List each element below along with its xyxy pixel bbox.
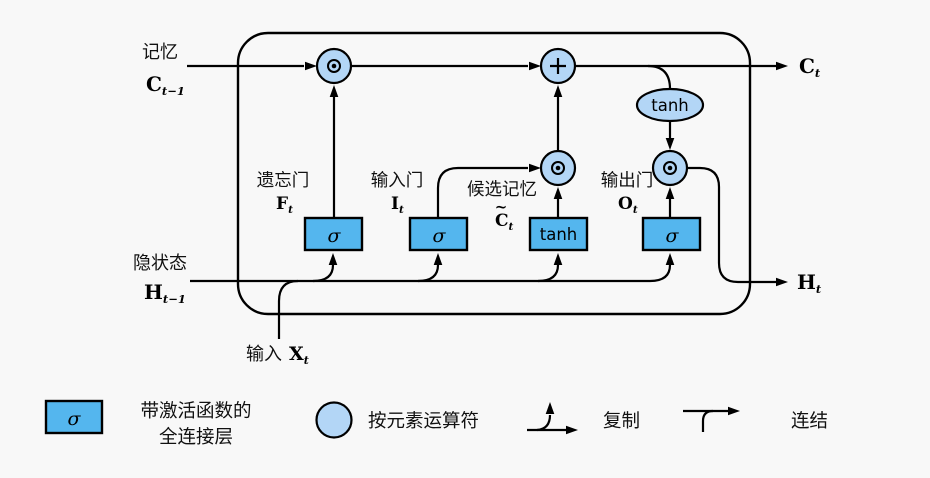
- hidden-out-symbol: Ht: [797, 270, 822, 296]
- arrowhead-icon: [329, 85, 339, 97]
- cell-boundary: [236, 31, 752, 316]
- legend-fc-label-line1: 带激活函数的: [140, 400, 251, 421]
- candidate-label: 候选记忆: [467, 179, 537, 199]
- forget-gate-symbol: Ft: [276, 194, 293, 216]
- legend-elementwise-label: 按元素运算符: [368, 410, 479, 431]
- arrowhead-icon: [553, 187, 563, 199]
- operators: tanh: [315, 47, 705, 187]
- legend-elementwise-circle: [315, 401, 353, 439]
- output-gate-box: [641, 216, 702, 252]
- arrowhead-icon: [328, 253, 338, 265]
- candidate-box-label: tanh: [540, 225, 578, 244]
- input-gate-box: [408, 216, 469, 252]
- input-gate-label: 输入门: [371, 170, 424, 190]
- candidate-tilde: ~: [495, 198, 508, 216]
- forget-gate-box: [303, 216, 364, 252]
- memory-branch-to-tanh: [647, 64, 672, 90]
- input-x-wire: [277, 279, 299, 339]
- arrowhead-icon: [305, 61, 317, 71]
- forget-gate-label: 遗忘门: [257, 170, 310, 190]
- tanh-ellipse: tanh: [635, 87, 705, 123]
- arrowhead-icon: [776, 277, 788, 287]
- inputgate-to-mul-wire: [436, 166, 528, 218]
- candidate-box: [528, 216, 589, 252]
- hadamard-icon: [539, 149, 577, 187]
- output-gate-label: 输出门: [601, 170, 654, 190]
- copy-branch-input: [417, 264, 440, 283]
- arrowhead-icon: [553, 85, 563, 97]
- concat-icon: [683, 406, 740, 432]
- legend-concat-label: 连结: [791, 410, 828, 431]
- plus-icon: [539, 47, 577, 85]
- output-gate-box-label: σ: [666, 225, 680, 247]
- legend-copy-label: 复制: [603, 410, 640, 431]
- hadamard-icon: [651, 149, 689, 187]
- legend-fc-box-symbol: σ: [68, 408, 82, 430]
- arrowhead-icon: [665, 187, 675, 199]
- hidden-in-label: 隐状态: [133, 253, 187, 273]
- arrowhead-icon: [776, 61, 788, 71]
- candidate-symbol: Ct: [495, 211, 514, 233]
- memory-in-label: 记忆: [142, 42, 178, 62]
- hidden-in-wire: [190, 264, 672, 283]
- arrowhead-icon: [529, 163, 541, 173]
- wires: [187, 61, 788, 339]
- arrowhead-icon: [553, 253, 563, 265]
- forget-gate-box-label: σ: [328, 225, 342, 247]
- arrowhead-icon: [665, 138, 675, 150]
- copy-icon: [527, 402, 578, 435]
- arrowhead-icon: [433, 253, 443, 265]
- arrowhead-icon: [665, 253, 675, 265]
- copy-branch-forget: [312, 264, 335, 283]
- layer-boxes: σ σ tanh σ: [303, 216, 702, 252]
- legend-fc-box: [44, 399, 104, 435]
- hadamard-icon: [315, 47, 353, 85]
- memory-in-symbol: Ct−1: [146, 72, 185, 98]
- legend-fc-label-line2: 全连接层: [159, 426, 233, 447]
- input-gate-box-label: σ: [433, 225, 447, 247]
- memory-out-symbol: Ct: [799, 54, 821, 80]
- copy-branch-candidate: [537, 264, 560, 283]
- hidden-in-symbol: Ht−1: [144, 280, 186, 306]
- arrowhead-icon: [529, 61, 541, 71]
- input-gate-symbol: It: [391, 194, 404, 216]
- tanh-op-label: tanh: [651, 96, 689, 115]
- hidden-out-wire: [687, 166, 784, 284]
- output-gate-symbol: Ot: [618, 194, 638, 216]
- legend: σ 带激活函数的 全连接层 按元素运算符 复制 连结: [44, 399, 828, 447]
